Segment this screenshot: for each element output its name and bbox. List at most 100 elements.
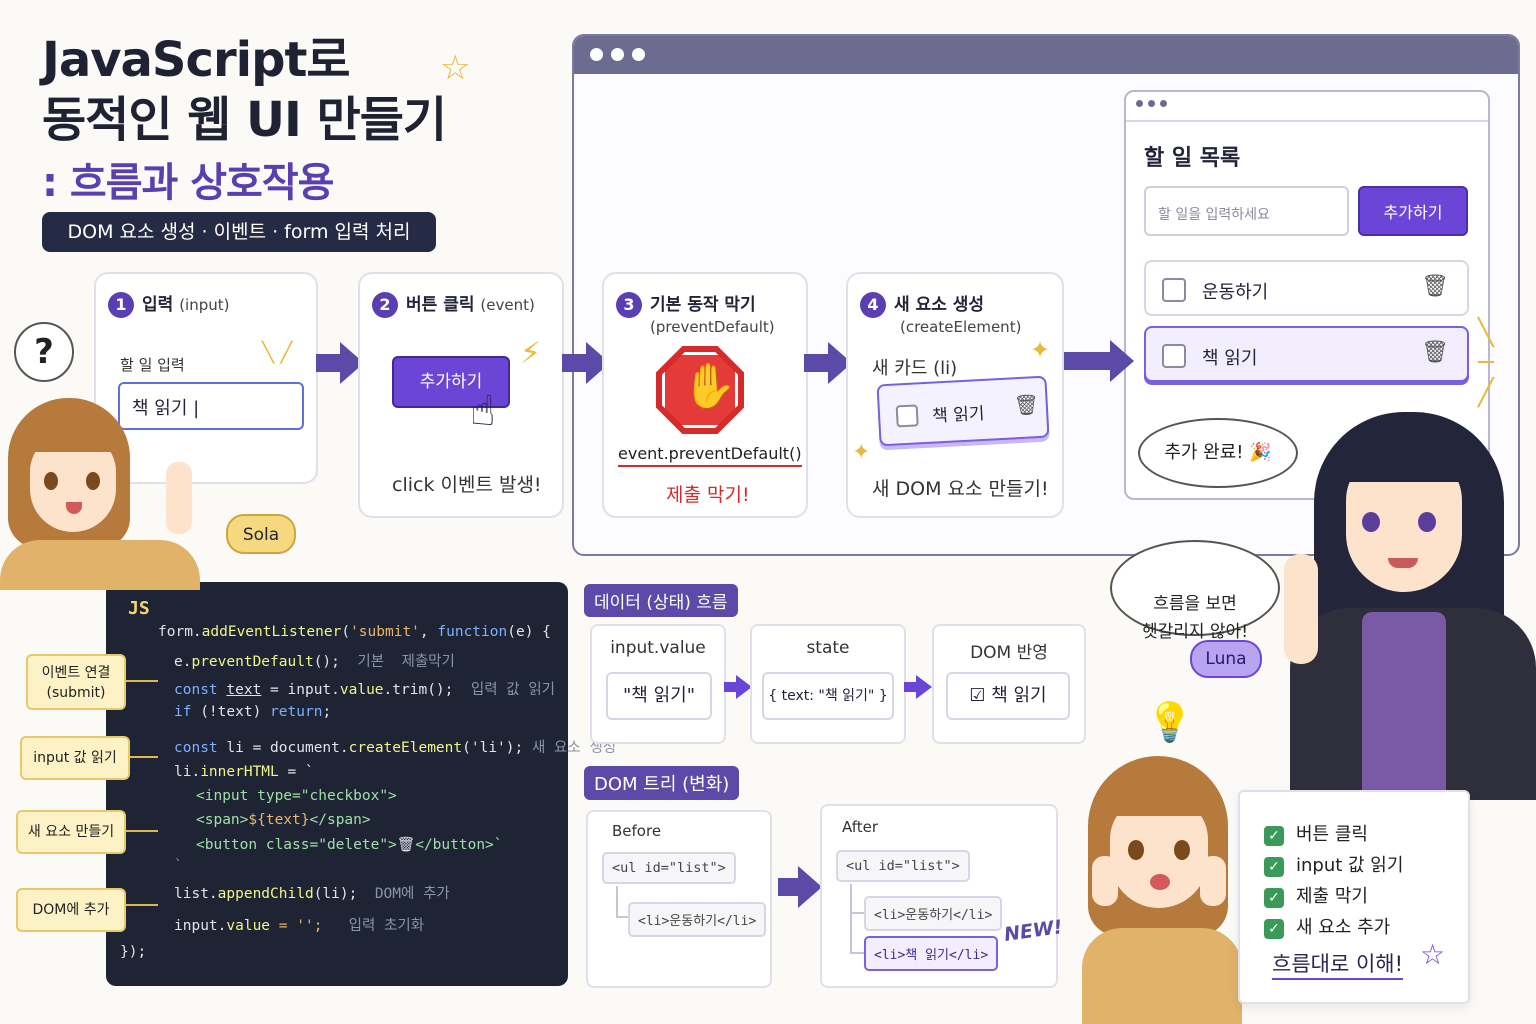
- code-line: form.addEventListener('submit', function…: [158, 624, 551, 640]
- check-icon: ✓: [1264, 919, 1284, 939]
- luna-character: [1250, 408, 1536, 800]
- flow-box-value: { text: "책 읽기" }: [762, 672, 894, 720]
- dom-tree-after: After <ul id="list"> <li>운동하기</li> <li>책…: [820, 804, 1064, 988]
- dom-tree-heading: DOM 트리 (변화): [584, 766, 740, 800]
- new-li-card: 책 읽기 🗑: [876, 375, 1050, 447]
- code-line: li.innerHTML = `: [174, 764, 314, 780]
- todo-item-label: 운동하기: [1202, 282, 1269, 303]
- flow-arrow: [804, 342, 852, 384]
- checklist-item: ✓input 값 읽기: [1264, 851, 1403, 877]
- add-button[interactable]: 추가하기: [1358, 186, 1468, 236]
- card-item-label: 책 읽기: [931, 403, 986, 427]
- sparkle-icon: ✦: [1030, 336, 1051, 364]
- luna-speech-bubble: 흐름을 보면 헷갈리지 않아!: [1110, 540, 1280, 642]
- step-subtitle: (preventDefault): [650, 318, 775, 336]
- window-dot-icon: [632, 47, 645, 61]
- code-line: list.appendChild(li); DOM에 추가: [174, 886, 450, 902]
- star-icon: ☆: [1420, 938, 1446, 971]
- title-line-1: JavaScript로: [42, 32, 351, 88]
- flow-arrow: [316, 342, 364, 384]
- step-subtitle: (event): [480, 296, 535, 314]
- window-dot-icon: [611, 47, 624, 61]
- luna-bubble-text: 흐름을 보면 헷갈리지 않아!: [1141, 594, 1249, 642]
- tree-node-li: <li>운동하기</li>: [864, 896, 1003, 931]
- page-title: JavaScript로 동적인 웹 UI 만들기: [42, 30, 447, 150]
- stop-hand-icon: ✋: [682, 361, 737, 412]
- mini-arrow-icon: [916, 675, 932, 699]
- todo-checkbox[interactable]: [1162, 344, 1186, 368]
- dom-tree-before: Before <ul id="list"> <li>운동하기</li>: [586, 810, 772, 988]
- code-line: });: [120, 944, 147, 960]
- todo-divider: [1126, 120, 1488, 122]
- flow-box-input: input.value "책 읽기": [590, 624, 726, 744]
- code-panel: JS form.addEventListener('submit', funct…: [106, 582, 616, 986]
- code-line: input.value = ''; 입력 초기화: [174, 918, 425, 934]
- new-badge: NEW!: [1002, 916, 1064, 946]
- code-note-append: DOM에 추가: [16, 888, 126, 932]
- luna-name-tag: Luna: [1190, 640, 1262, 678]
- new-card-label: 새 카드 (li): [872, 358, 958, 379]
- card-checkbox: [895, 404, 919, 428]
- tree-connector: [850, 884, 852, 954]
- todo-window-dots: [1136, 100, 1167, 107]
- flow-arrow: [778, 866, 822, 908]
- sola-character: [0, 390, 200, 590]
- checklist-item: ✓버튼 클릭: [1264, 820, 1368, 846]
- checklist-item: ✓제출 막기: [1264, 882, 1368, 908]
- after-label: After: [842, 818, 879, 836]
- tagline-badge: DOM 요소 생성 · 이벤트 · form 입력 처리: [42, 212, 436, 252]
- flow-box-value: "책 읽기": [606, 672, 712, 720]
- step-number: 1: [108, 292, 134, 318]
- window-dot-icon: [590, 47, 603, 61]
- todo-input[interactable]: 할 일을 입력하세요: [1144, 186, 1349, 236]
- check-icon: ✓: [1264, 888, 1284, 908]
- step-subtitle: (createElement): [900, 318, 1022, 336]
- code-line: <button class="delete">🗑</button>`: [196, 837, 503, 853]
- trash-icon[interactable]: 🗑: [1421, 340, 1449, 365]
- todo-checkbox[interactable]: [1162, 278, 1186, 302]
- note-connector: [130, 756, 158, 758]
- tree-connector: [850, 912, 864, 914]
- checklist-item: ✓새 요소 추가: [1264, 913, 1390, 939]
- field-label: 할 일 입력: [120, 356, 185, 374]
- flow-box-title: DOM 반영: [970, 643, 1048, 663]
- step-caption: click 이벤트 발생!: [392, 474, 542, 496]
- browser-titlebar: [574, 36, 1518, 74]
- tree-node-li-new: <li>책 읽기</li>: [864, 936, 999, 971]
- todo-item-new[interactable]: 책 읽기 🗑: [1144, 326, 1469, 382]
- highlight-sparkle-icon: ╲─╱: [1478, 318, 1494, 408]
- flow-box-dom: DOM 반영 ☑ 책 읽기: [932, 624, 1086, 744]
- tree-node-ul: <ul id="list">: [602, 852, 736, 884]
- todo-item[interactable]: 운동하기 🗑: [1144, 260, 1469, 316]
- trash-icon: 🗑: [1013, 392, 1040, 418]
- note-connector: [126, 680, 158, 682]
- step-caption: 새 DOM 요소 만들기!: [872, 478, 1049, 500]
- flow-box-title: state: [806, 638, 850, 658]
- add-button-demo[interactable]: 추가하기: [392, 356, 510, 408]
- code-line: const text = input.value.trim(); 입력 값 읽기: [174, 682, 556, 698]
- code-line: <input type="checkbox">: [196, 788, 397, 804]
- sparkle-icon: ✦: [852, 440, 871, 465]
- step-number: 2: [372, 292, 398, 318]
- code-note-event: 이벤트 연결 (submit): [26, 654, 126, 710]
- mini-arrow-shaft: [724, 682, 738, 692]
- tree-connector: [616, 886, 618, 918]
- trash-icon[interactable]: 🗑: [1421, 274, 1449, 299]
- added-bubble-text: 추가 완료! 🎉: [1164, 442, 1272, 463]
- before-label: Before: [612, 822, 662, 840]
- check-icon: ✓: [1264, 826, 1284, 846]
- todo-text-field[interactable]: 책 읽기 |: [118, 382, 304, 430]
- question-mark-icon: ?: [34, 332, 54, 372]
- step-title: 새 요소 생성: [894, 295, 985, 315]
- mini-arrow-shaft: [904, 682, 918, 692]
- code-line: <span>${text}</span>: [196, 812, 371, 828]
- lightning-icon: ⚡: [520, 336, 542, 371]
- code-note-read: input 값 읽기: [20, 736, 130, 780]
- step-title: 입력: [142, 295, 174, 315]
- flow-box-state: state { text: "책 읽기" }: [750, 624, 906, 744]
